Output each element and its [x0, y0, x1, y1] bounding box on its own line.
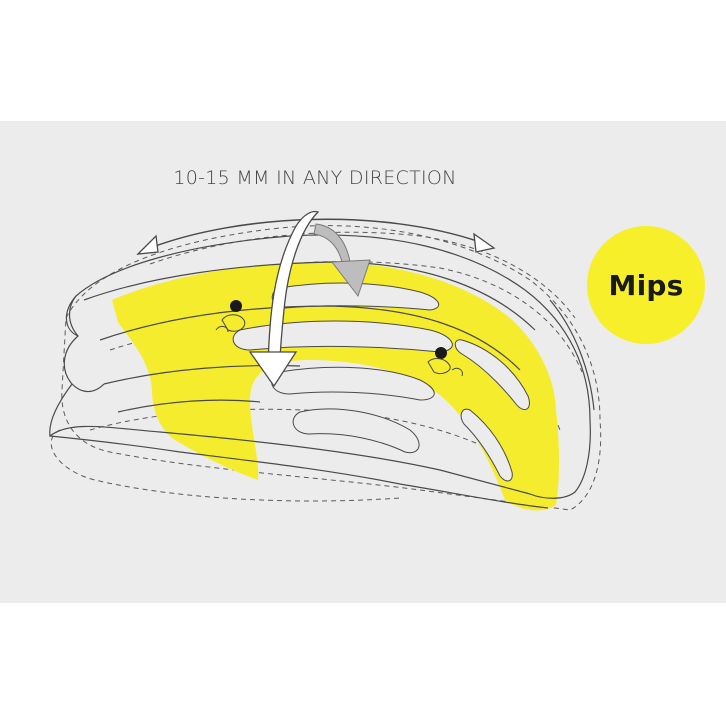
mips-logo-text: Mips [609, 269, 684, 302]
mips-anchor-rear [435, 347, 447, 359]
movement-caption: 10-15 MM IN ANY DIRECTION [130, 167, 500, 189]
mips-anchor-front [230, 300, 242, 312]
mips-badge: Mips [587, 226, 705, 344]
